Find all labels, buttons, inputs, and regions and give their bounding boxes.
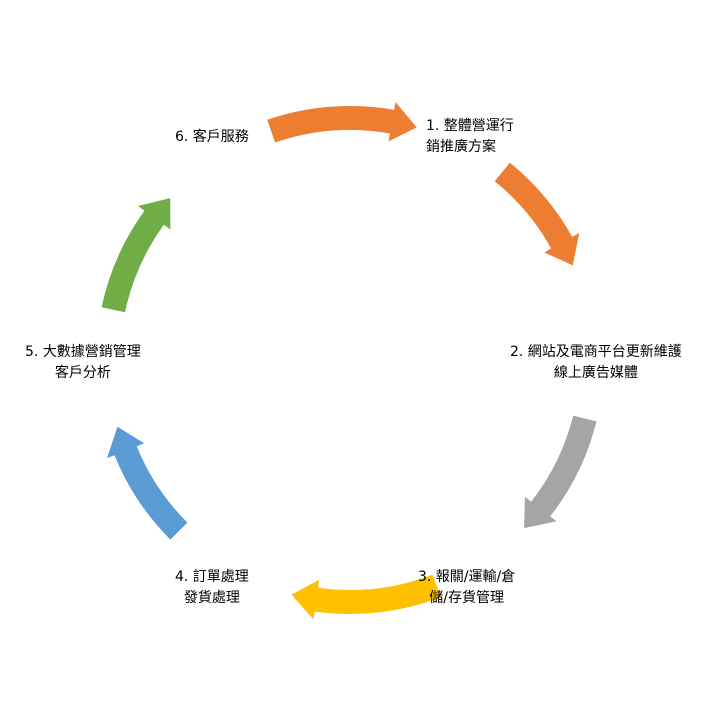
step-4-label: 4. 訂單處理 發貨處理: [175, 567, 249, 609]
step-2-line-1: 2. 網站及電商平台更新維護: [510, 344, 682, 360]
arrow-5-to-6: [101, 198, 171, 313]
step-5-line-2: 客戶分析: [54, 365, 111, 381]
arrow-3-to-4: [291, 574, 441, 620]
step-3-line-2: 儲/存貨管理: [429, 590, 504, 606]
arrow-4-to-5: [107, 426, 188, 540]
step-3-label: 3. 報關/運輸/倉 儲/存貨管理: [418, 567, 515, 609]
step-1-line-2: 銷推廣方案: [426, 139, 496, 155]
step-4-line-2: 發貨處理: [183, 590, 240, 606]
step-5-line-1: 5. 大數據營銷管理: [25, 344, 141, 360]
arrow-1-to-2: [494, 162, 580, 266]
step-1-label: 1. 整體營運行 銷推廣方案: [426, 116, 514, 158]
step-3-line-1: 3. 報關/運輸/倉: [418, 569, 516, 585]
step-2-line-2: 線上廣告媒體: [553, 365, 638, 381]
step-6-line-1: 6. 客戶服務: [175, 129, 249, 145]
step-2-label: 2. 網站及電商平台更新維護 線上廣告媒體: [510, 342, 682, 384]
step-6-label: 6. 客戶服務: [175, 127, 249, 148]
arrow-6-to-1: [267, 102, 417, 143]
step-4-line-1: 4. 訂單處理: [175, 569, 249, 585]
step-1-line-1: 1. 整體營運行: [426, 118, 514, 134]
arrow-2-to-3: [524, 415, 597, 529]
step-5-label: 5. 大數據營銷管理 客戶分析: [25, 342, 141, 384]
